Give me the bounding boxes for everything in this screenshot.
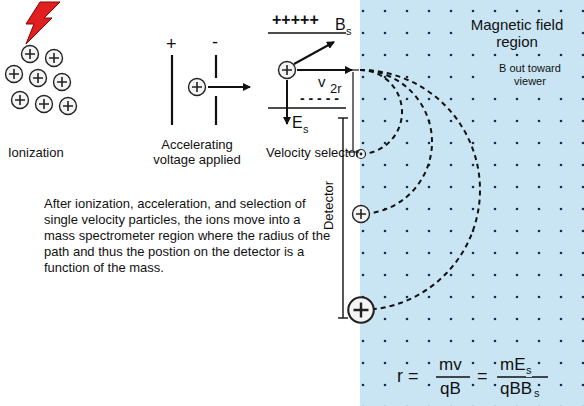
b-field-arrow — [294, 42, 334, 64]
detected-ions — [348, 150, 374, 323]
motion-arrow — [208, 86, 250, 88]
field-symbol: E — [292, 114, 303, 132]
stage-label: Ionization — [8, 146, 64, 161]
subscript: s — [346, 25, 352, 38]
subscript: s — [303, 123, 309, 136]
stage-label: Accelerating voltage applied — [142, 138, 252, 168]
subscript: s — [534, 387, 540, 400]
plate-sign: - — [212, 32, 218, 53]
region-title: Magnetic field region — [456, 16, 578, 51]
two-r-dimension — [347, 70, 359, 152]
formula: r = — [397, 366, 419, 387]
accelerating-plates — [172, 55, 216, 125]
field-region: Magnetic field region B out toward viewer — [360, 0, 584, 406]
lightning-bolt — [26, 2, 60, 44]
formula: mv — [439, 355, 462, 375]
detector-label: Detector — [323, 180, 338, 229]
plate-sign: + — [166, 34, 177, 55]
ion — [189, 79, 206, 96]
formula: qBB — [500, 379, 532, 399]
stage-label: Velocity selector — [266, 146, 360, 161]
field-region-fill — [360, 0, 584, 406]
description-note: After ionization, acceleration, and sele… — [44, 196, 332, 276]
subscript: s — [526, 364, 532, 377]
e-field-arrow — [286, 80, 288, 124]
ion-cluster — [6, 46, 77, 115]
field-note: B out toward viewer — [484, 62, 576, 87]
field-dots — [360, 0, 584, 406]
plate-charge: +++++ — [272, 11, 319, 29]
formula: = — [477, 366, 488, 387]
field-symbol: B — [335, 16, 346, 34]
velocity-symbol: v — [318, 73, 326, 90]
ion — [279, 62, 296, 79]
dimension-label: 2r — [330, 82, 342, 97]
formula: mE — [500, 355, 526, 375]
velocity-arrow — [297, 69, 352, 71]
ion-paths — [360, 70, 480, 310]
formula: qB — [440, 379, 461, 399]
